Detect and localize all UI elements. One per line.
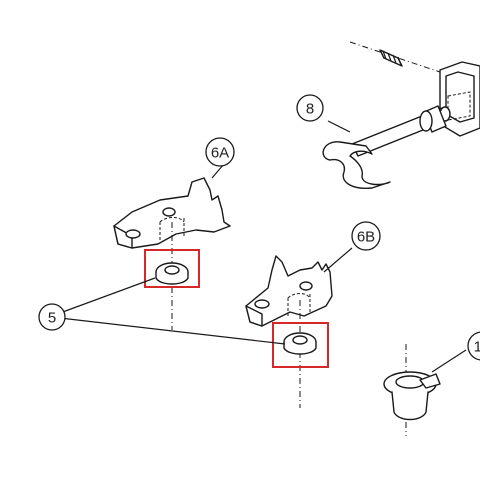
hole bbox=[125, 229, 141, 239]
lever-plate-6a: 6A bbox=[113, 137, 235, 330]
svg-text:6B: 6B bbox=[357, 229, 375, 246]
hole bbox=[254, 299, 270, 309]
hole bbox=[299, 281, 313, 291]
shaft-assembly-8: 8 bbox=[296, 41, 480, 189]
callout-5: 5 bbox=[38, 277, 286, 345]
highlight-box bbox=[144, 249, 200, 288]
highlight-box bbox=[272, 322, 329, 368]
hook-end bbox=[322, 141, 391, 189]
svg-text:8: 8 bbox=[306, 101, 314, 118]
lever-plate-6b: 6B bbox=[245, 221, 381, 408]
callout-6b: 6B bbox=[351, 221, 381, 251]
bushing-12: 12 bbox=[383, 331, 480, 436]
hole bbox=[162, 207, 176, 217]
washer-5-lower bbox=[272, 322, 329, 368]
svg-text:5: 5 bbox=[48, 310, 56, 327]
callout-12: 12 bbox=[467, 331, 480, 361]
callout-6a: 6A bbox=[205, 137, 235, 167]
svg-text:6A: 6A bbox=[211, 145, 229, 162]
washer-5-upper bbox=[144, 249, 200, 288]
callout-8: 8 bbox=[296, 94, 324, 122]
svg-text:12: 12 bbox=[474, 339, 480, 356]
